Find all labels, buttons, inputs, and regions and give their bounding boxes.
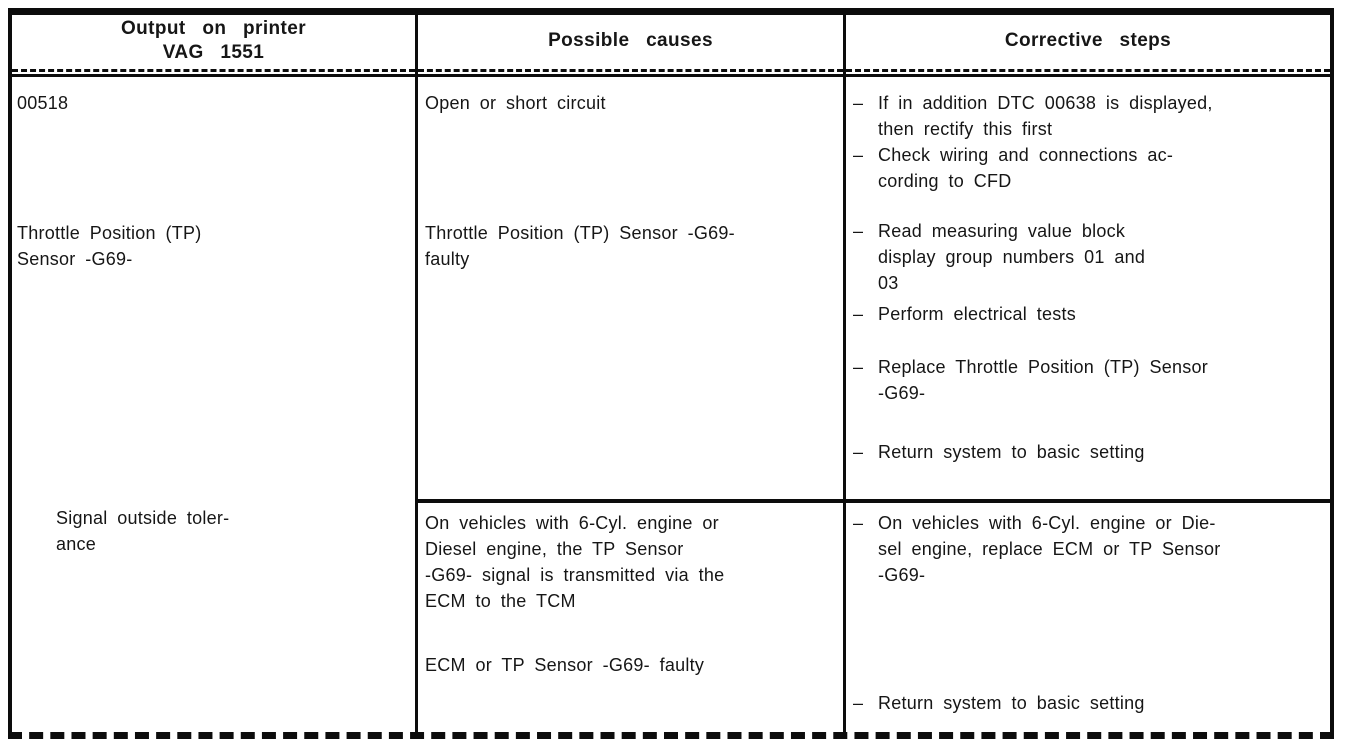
dash-marker: – xyxy=(853,93,864,113)
dash-marker: – xyxy=(853,513,864,533)
step-line: Return system to basic setting xyxy=(878,693,1145,713)
step-item: – Return system to basic setting xyxy=(853,439,1324,465)
step-text: Read measuring value block display group… xyxy=(869,218,1324,296)
step-item: – On vehicles with 6-Cyl. engine or Die-… xyxy=(853,510,1324,588)
step-line: sel engine, replace ECM or TP Sensor xyxy=(878,539,1221,559)
step-line: Replace Throttle Position (TP) Sensor xyxy=(878,357,1209,377)
dash-marker: – xyxy=(853,442,864,462)
step-line: -G69- xyxy=(878,565,926,585)
step-item: – Return system to basic setting xyxy=(853,690,1324,716)
step-line: cording to CFD xyxy=(878,171,1012,191)
cause-line: ECM or TP Sensor -G69- faulty xyxy=(425,655,705,675)
cause-line: ECM to the TCM xyxy=(425,591,576,611)
step-line: If in addition DTC 00638 is displayed, xyxy=(878,93,1213,113)
step-line: -G69- xyxy=(878,383,926,403)
cause-item: ECM or TP Sensor -G69- faulty xyxy=(425,652,835,678)
step-text: If in addition DTC 00638 is displayed, t… xyxy=(869,90,1324,142)
cause-line: Open or short circuit xyxy=(425,93,606,113)
sub-condition: Signal outside toler- ance xyxy=(56,505,229,557)
step-item: – If in addition DTC 00638 is displayed,… xyxy=(853,90,1324,142)
step-item: – Replace Throttle Position (TP) Sensor … xyxy=(853,354,1324,406)
step-text: Return system to basic setting xyxy=(869,439,1324,465)
dtc-table: Output on printer VAG 1551 Possible caus… xyxy=(8,8,1334,739)
cause-line: Throttle Position (TP) Sensor -G69- xyxy=(425,223,735,243)
step-text: Return system to basic setting xyxy=(869,690,1324,716)
sub-condition-line: ance xyxy=(56,534,97,554)
cell-steps-row2: – On vehicles with 6-Cyl. engine or Die-… xyxy=(843,499,1330,732)
step-text: Check wiring and connections ac- cording… xyxy=(869,142,1324,194)
step-item: – Read measuring value block display gro… xyxy=(853,218,1324,296)
cause-line: On vehicles with 6-Cyl. engine or xyxy=(425,513,719,533)
step-line: then rectify this first xyxy=(878,119,1053,139)
sub-condition-line: Signal outside toler- xyxy=(56,508,230,528)
step-line: Check wiring and connections ac- xyxy=(878,145,1174,165)
cell-output-on-printer: 00518 Throttle Position (TP) Sensor -G69… xyxy=(12,77,415,732)
step-item: – Check wiring and connections ac- cordi… xyxy=(853,142,1324,194)
dash-marker: – xyxy=(853,357,864,377)
header-output-line1: Output on printer xyxy=(121,17,306,39)
header-cell-steps: Corrective steps xyxy=(843,15,1330,77)
step-item: – Perform electrical tests xyxy=(853,301,1324,327)
cause-item: Open or short circuit xyxy=(425,90,835,116)
step-line: Return system to basic setting xyxy=(878,442,1145,462)
step-line: Read measuring value block xyxy=(878,221,1126,241)
step-text: On vehicles with 6-Cyl. engine or Die- s… xyxy=(869,510,1324,588)
header-cell-causes: Possible causes xyxy=(415,15,843,77)
component-name: Throttle Position (TP) Sensor -G69- xyxy=(17,220,407,272)
step-line: display group numbers 01 and xyxy=(878,247,1146,267)
header-cell-output: Output on printer VAG 1551 xyxy=(12,15,415,77)
cause-line: Diesel engine, the TP Sensor xyxy=(425,539,684,559)
step-text: Perform electrical tests xyxy=(869,301,1324,327)
cell-causes-row1: Open or short circuit Throttle Position … xyxy=(415,77,843,499)
cell-steps-row1: – If in addition DTC 00638 is displayed,… xyxy=(843,77,1330,499)
cause-item: On vehicles with 6-Cyl. engine or Diesel… xyxy=(425,510,835,614)
dash-marker: – xyxy=(853,145,864,165)
dtc-code: 00518 xyxy=(17,93,69,113)
step-line: Perform electrical tests xyxy=(878,304,1077,324)
cause-line: faulty xyxy=(425,249,470,269)
header-output-line2: VAG 1551 xyxy=(162,41,265,63)
header-steps-label: Corrective steps xyxy=(1004,29,1172,51)
dash-marker: – xyxy=(853,221,864,241)
step-text: Replace Throttle Position (TP) Sensor -G… xyxy=(869,354,1324,406)
step-line: On vehicles with 6-Cyl. engine or Die- xyxy=(878,513,1216,533)
dash-marker: – xyxy=(853,304,864,324)
cause-line: -G69- signal is transmitted via the xyxy=(425,565,725,585)
cell-causes-row2: On vehicles with 6-Cyl. engine or Diesel… xyxy=(415,499,843,732)
dash-marker: – xyxy=(853,693,864,713)
cause-item: Throttle Position (TP) Sensor -G69- faul… xyxy=(425,220,835,272)
component-name-line: Throttle Position (TP) xyxy=(17,223,202,243)
component-name-line: Sensor -G69- xyxy=(17,249,133,269)
header-causes-label: Possible causes xyxy=(548,29,713,51)
step-line: 03 xyxy=(878,273,899,293)
